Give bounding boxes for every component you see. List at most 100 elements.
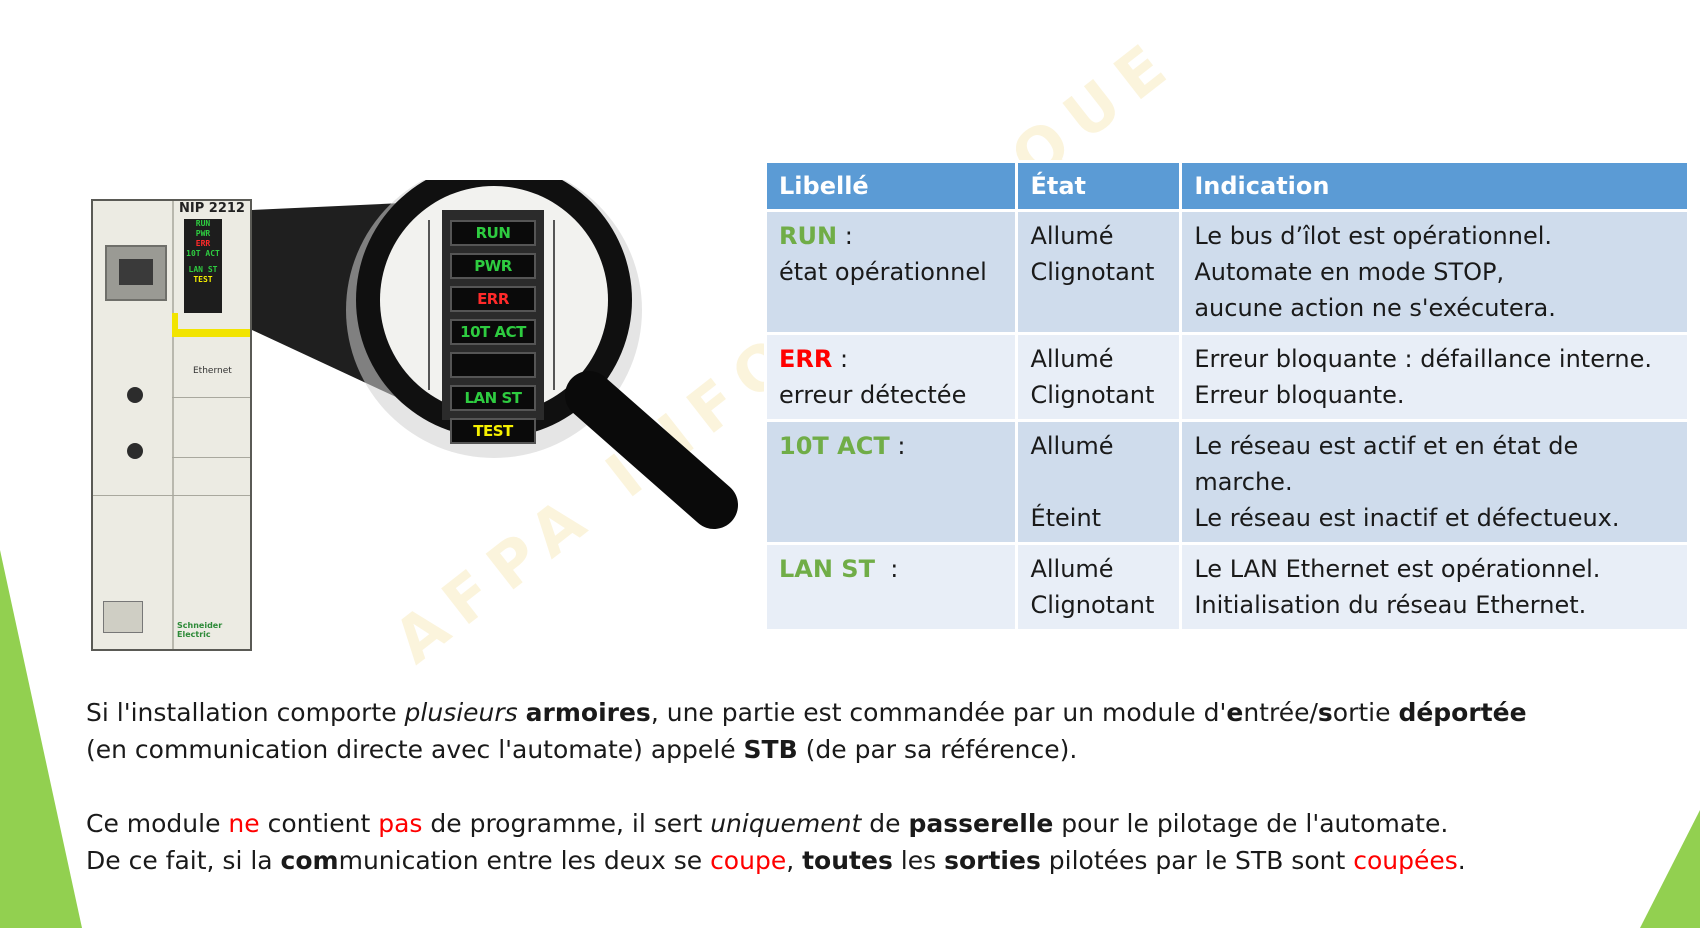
- state-value: Allumé: [1030, 345, 1114, 373]
- led-description: état opérationnel: [779, 258, 987, 286]
- text-run: ortie: [1332, 698, 1399, 727]
- row-label: 10T ACT :: [763, 419, 1019, 545]
- indication-text: Le bus d’îlot est opérationnel.: [1194, 222, 1552, 250]
- brand-logo: Schneider Electric: [177, 621, 223, 639]
- stb-module-device: NIP 2212 RUN PWR ERR 10T ACT LAN ST TEST…: [91, 199, 252, 651]
- magnified-led: 10T ACT: [450, 319, 536, 345]
- row-states: Allumé Clignotant: [1015, 332, 1183, 422]
- state-value: Clignotant: [1030, 591, 1155, 619]
- rj45-port-icon: [105, 245, 167, 301]
- indication-text: Le réseau est inactif et défectueux.: [1194, 504, 1620, 532]
- row-states: Allumé Éteint: [1015, 419, 1183, 545]
- indication-text: Automate en mode STOP,: [1194, 258, 1505, 286]
- row-label: RUN : état opérationnel: [763, 209, 1019, 335]
- state-value: Allumé: [1030, 222, 1114, 250]
- text-run: , une partie est commandée par un module…: [650, 698, 1227, 727]
- magnified-led: [450, 352, 536, 378]
- magnified-led: PWR: [450, 253, 536, 279]
- text-run: pilotées par le STB sont: [1040, 846, 1354, 875]
- indication-text: Initialisation du réseau Ethernet.: [1194, 591, 1587, 619]
- device-led: LAN ST: [188, 265, 218, 274]
- state-value: Clignotant: [1030, 258, 1155, 286]
- led-status-table: Libellé État Indication RUN : état opéra…: [763, 160, 1690, 632]
- indication-text: Erreur bloquante : défaillance interne.: [1194, 345, 1653, 373]
- magnified-led: TEST: [450, 418, 536, 444]
- indication-text: aucune action ne s'exécutera.: [1194, 294, 1556, 322]
- text-run: de: [861, 809, 909, 838]
- green-triangle-left: [0, 550, 82, 928]
- magnified-led: LAN ST: [450, 385, 536, 411]
- text-bold: s: [1317, 698, 1333, 727]
- row-indications: Le LAN Ethernet est opérationnel. Initia…: [1179, 542, 1690, 632]
- header-libelle: Libellé: [763, 160, 1019, 212]
- text-red: coupées: [1353, 846, 1458, 875]
- row-label: ERR : erreur détectée: [763, 332, 1019, 422]
- indication-text: Le LAN Ethernet est opérationnel.: [1194, 555, 1601, 583]
- label-separator: :: [832, 345, 849, 373]
- label-separator: :: [889, 432, 906, 460]
- device-led: RUN: [195, 219, 211, 228]
- text-italic: uniquement: [710, 809, 862, 838]
- panel-line: [172, 397, 250, 398]
- text-run: contient: [259, 809, 379, 838]
- text-run: de programme, il sert: [422, 809, 711, 838]
- state-value: Éteint: [1030, 504, 1102, 532]
- text-bold: déportée: [1398, 698, 1527, 727]
- text-red: coupe: [710, 846, 787, 875]
- device-divider: [172, 201, 174, 649]
- label-separator: :: [837, 222, 853, 250]
- device-led: PWR: [195, 229, 211, 238]
- indication-text: Erreur bloquante.: [1194, 381, 1405, 409]
- row-states: Allumé Clignotant: [1015, 209, 1183, 335]
- screw-icon: [127, 443, 143, 459]
- state-value: Allumé: [1030, 432, 1114, 460]
- header-etat: État: [1015, 160, 1183, 212]
- screw-icon: [127, 387, 143, 403]
- text-bold: toutes: [802, 846, 893, 875]
- text-run: ntrée/: [1243, 698, 1318, 727]
- row-label: LAN ST :: [763, 542, 1019, 632]
- row-indications: Le bus d’îlot est opérationnel. Automate…: [1179, 209, 1690, 335]
- text-bold: passerelle: [908, 809, 1054, 838]
- text-bold: STB: [743, 735, 798, 764]
- device-led-panel: RUN PWR ERR 10T ACT LAN ST TEST: [184, 219, 222, 313]
- led-name: RUN: [779, 222, 838, 250]
- paragraph-line: (en communication directe avec l'automat…: [86, 731, 1646, 768]
- magnifier-zoom: RUN PWR ERR 10T ACT LAN ST TEST: [244, 180, 794, 580]
- table-row: ERR : erreur détectée Allumé Clignotant …: [763, 332, 1690, 422]
- led-description: erreur détectée: [779, 381, 967, 409]
- device-model-label: NIP 2212: [179, 201, 245, 216]
- text-run: pour le pilotage de l'automate.: [1053, 809, 1449, 838]
- text-red: pas: [378, 809, 423, 838]
- table-row: 10T ACT : Allumé Éteint Le réseau est ac…: [763, 419, 1690, 545]
- text-run: (de par sa référence).: [797, 735, 1078, 764]
- text-bold: e: [1226, 698, 1244, 727]
- panel-line: [172, 457, 250, 458]
- paragraph-line: Si l'installation comporte plusieurs arm…: [86, 694, 1646, 731]
- text-italic: plusieurs: [404, 698, 518, 727]
- indication-text: Le réseau est actif et en état de: [1194, 432, 1579, 460]
- device-led: ERR: [195, 239, 211, 248]
- text-red: ne: [228, 809, 260, 838]
- text-run: De ce fait, si la: [86, 846, 281, 875]
- magnified-led: ERR: [450, 286, 536, 312]
- header-indication: Indication: [1179, 160, 1690, 212]
- text-bold: com: [280, 846, 339, 875]
- text-bold: sorties: [944, 846, 1041, 875]
- row-indications: Erreur bloquante : défaillance interne. …: [1179, 332, 1690, 422]
- paragraph-stb-intro: Si l'installation comporte plusieurs arm…: [86, 694, 1646, 768]
- row-states: Allumé Clignotant: [1015, 542, 1183, 632]
- text-run: Si l'installation comporte: [86, 698, 405, 727]
- yellow-marker: [172, 313, 178, 337]
- table-row: LAN ST : Allumé Clignotant Le LAN Ethern…: [763, 542, 1690, 632]
- state-value: Clignotant: [1030, 381, 1155, 409]
- text-run: les: [892, 846, 945, 875]
- text-bold: armoires: [525, 698, 651, 727]
- text-run: ,: [786, 846, 803, 875]
- text-run: [518, 698, 526, 727]
- green-triangle-right: [1640, 810, 1700, 928]
- indication-text: marche.: [1194, 468, 1293, 496]
- paragraph-line: Ce module ne contient pas de programme, …: [86, 805, 1646, 842]
- panel-line: [93, 495, 250, 496]
- magnified-led: RUN: [450, 220, 536, 246]
